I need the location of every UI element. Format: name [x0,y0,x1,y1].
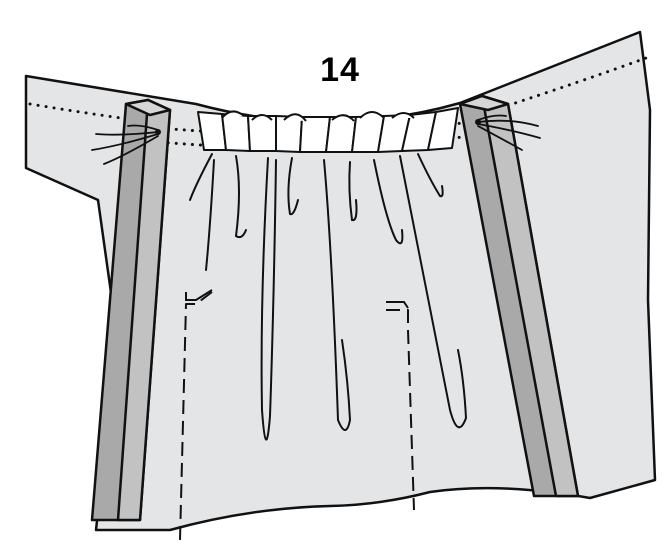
right-strip [458,94,580,498]
gathered-waistband [197,107,459,153]
dashed-guides [179,291,415,541]
thread-tails [91,114,541,165]
left-strip [90,98,172,522]
thread-knots [155,119,481,135]
dashed-guide-corners [185,289,409,309]
fabric-folds [189,153,468,441]
gather-folds [221,110,415,122]
step-number: 14 [320,51,360,89]
